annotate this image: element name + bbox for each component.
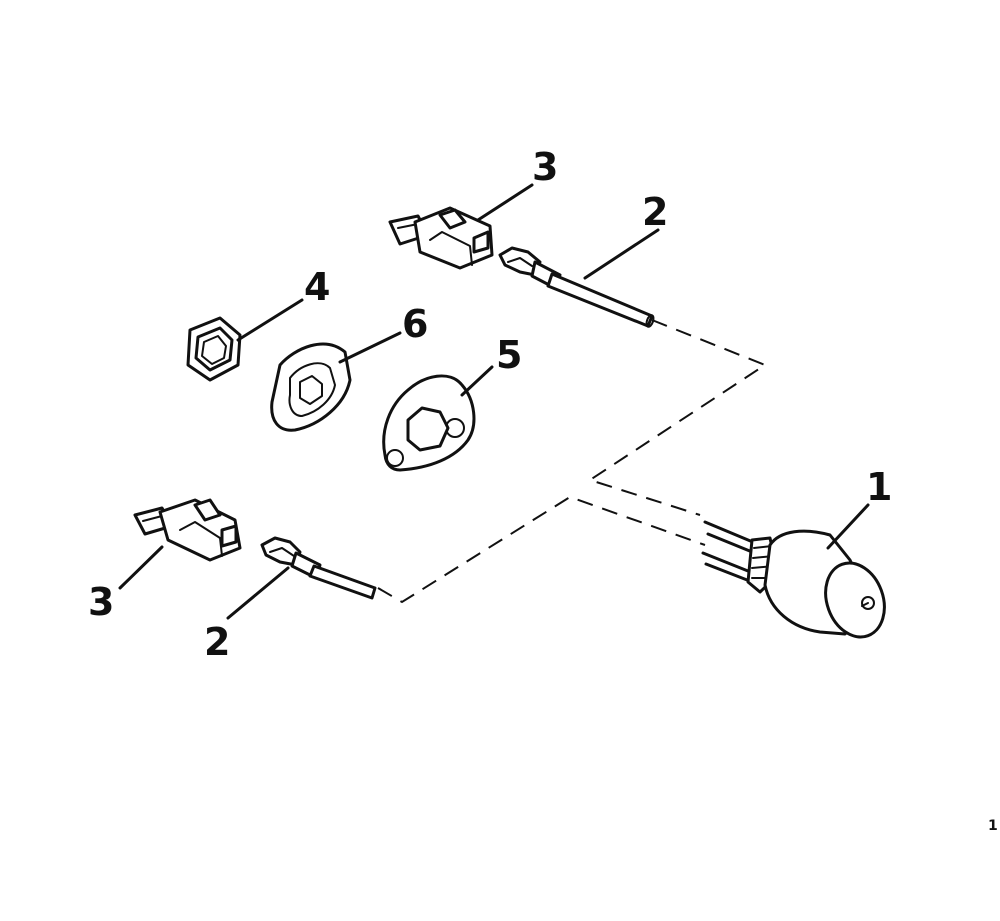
page-marker: 1: [988, 818, 998, 834]
part-connector-bottom: [133, 498, 242, 562]
callout-5: 5: [496, 333, 522, 377]
callout-2-bottom: 2: [204, 620, 230, 664]
part-connector-top: [388, 206, 494, 270]
callout-3-bottom: 3: [88, 580, 114, 624]
callout-4: 4: [304, 265, 330, 309]
part-mounting-plate: [382, 374, 476, 472]
part-terminal-wire-bottom: [260, 536, 377, 600]
part-terminal-wire-top: [498, 246, 655, 328]
part-hex-nut: [186, 316, 242, 382]
callout-1: 1: [866, 465, 892, 509]
part-switch: [701, 520, 886, 639]
callout-2-top: 2: [642, 190, 668, 234]
leader-lines: [118, 183, 870, 620]
callout-6: 6: [402, 302, 428, 346]
wire-routing-dashed-lines: [377, 319, 768, 604]
part-gasket: [270, 342, 352, 432]
callout-3-top: 3: [532, 145, 558, 189]
